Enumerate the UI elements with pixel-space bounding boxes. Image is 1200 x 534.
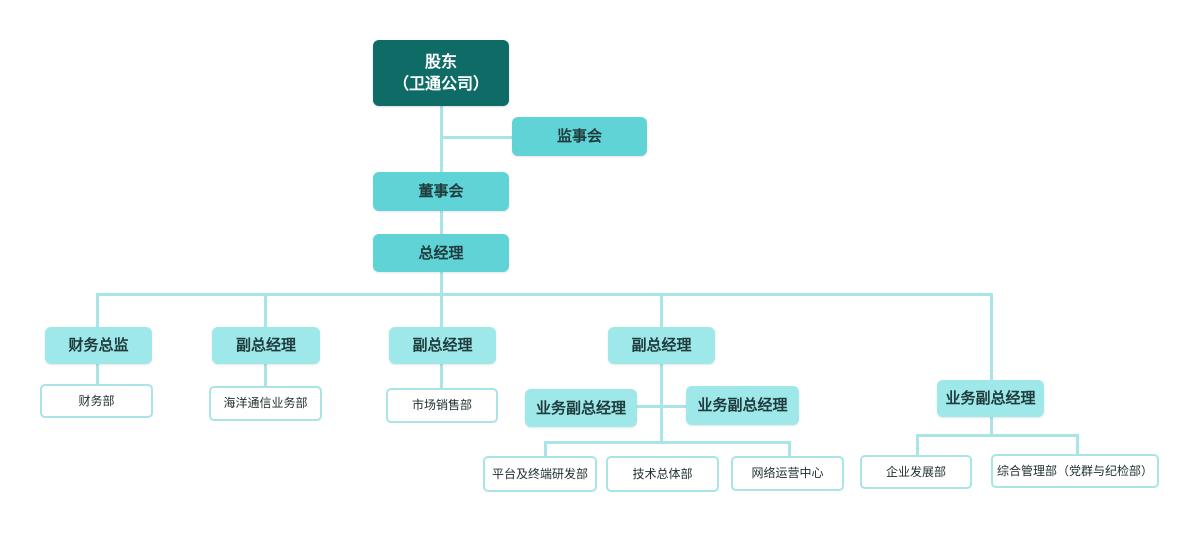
connector-line: [544, 441, 547, 457]
connector-line: [916, 434, 1079, 437]
connector-line: [440, 293, 443, 327]
connector-line: [440, 106, 443, 172]
connector-line: [788, 441, 791, 457]
vice-gm-node-3: 副总经理: [608, 327, 715, 364]
connector-line: [96, 293, 99, 327]
board-node: 董事会: [373, 172, 509, 211]
connector-line: [96, 293, 993, 296]
business-vice-gm-node-left: 业务副总经理: [525, 389, 637, 427]
connector-line: [264, 293, 267, 327]
cfo-node: 财务总监: [45, 327, 152, 364]
vice-gm-node-1: 副总经理: [212, 327, 320, 364]
connector-line: [544, 441, 791, 444]
general-mgmt-dept-node: 综合管理部（党群与纪检部）: [991, 454, 1159, 488]
finance-dept-node: 财务部: [40, 384, 153, 418]
business-vice-gm-node-right: 业务副总经理: [686, 386, 799, 425]
connector-line: [636, 405, 688, 408]
platform-rd-dept-node: 平台及终端研发部: [483, 456, 597, 492]
connector-line: [1076, 434, 1079, 456]
connector-line: [96, 364, 99, 384]
supervisory-board-node: 监事会: [512, 117, 647, 156]
marketing-dept-node: 市场销售部: [386, 388, 498, 423]
connector-line: [440, 211, 443, 234]
network-ops-center-node: 网络运营中心: [731, 456, 844, 491]
shareholder-node: 股东 （卫通公司）: [373, 40, 509, 106]
connector-line: [264, 364, 267, 386]
business-vice-gm-node-4: 业务副总经理: [937, 380, 1044, 417]
shareholder-sublabel: （卫通公司）: [392, 74, 489, 93]
connector-line: [440, 272, 443, 295]
general-manager-node: 总经理: [373, 234, 509, 272]
tech-dept-node: 技术总体部: [606, 456, 719, 492]
connector-line: [990, 293, 993, 381]
connector-line: [660, 293, 663, 327]
connector-line: [440, 136, 514, 139]
connector-line: [440, 364, 443, 388]
connector-line: [916, 434, 919, 456]
connector-line: [660, 364, 663, 444]
vice-gm-node-2: 副总经理: [389, 327, 496, 364]
connector-line: [990, 417, 993, 436]
shareholder-label: 股东: [424, 52, 457, 72]
enterprise-dev-dept-node: 企业发展部: [860, 455, 972, 489]
marine-comm-dept-node: 海洋通信业务部: [209, 386, 322, 421]
